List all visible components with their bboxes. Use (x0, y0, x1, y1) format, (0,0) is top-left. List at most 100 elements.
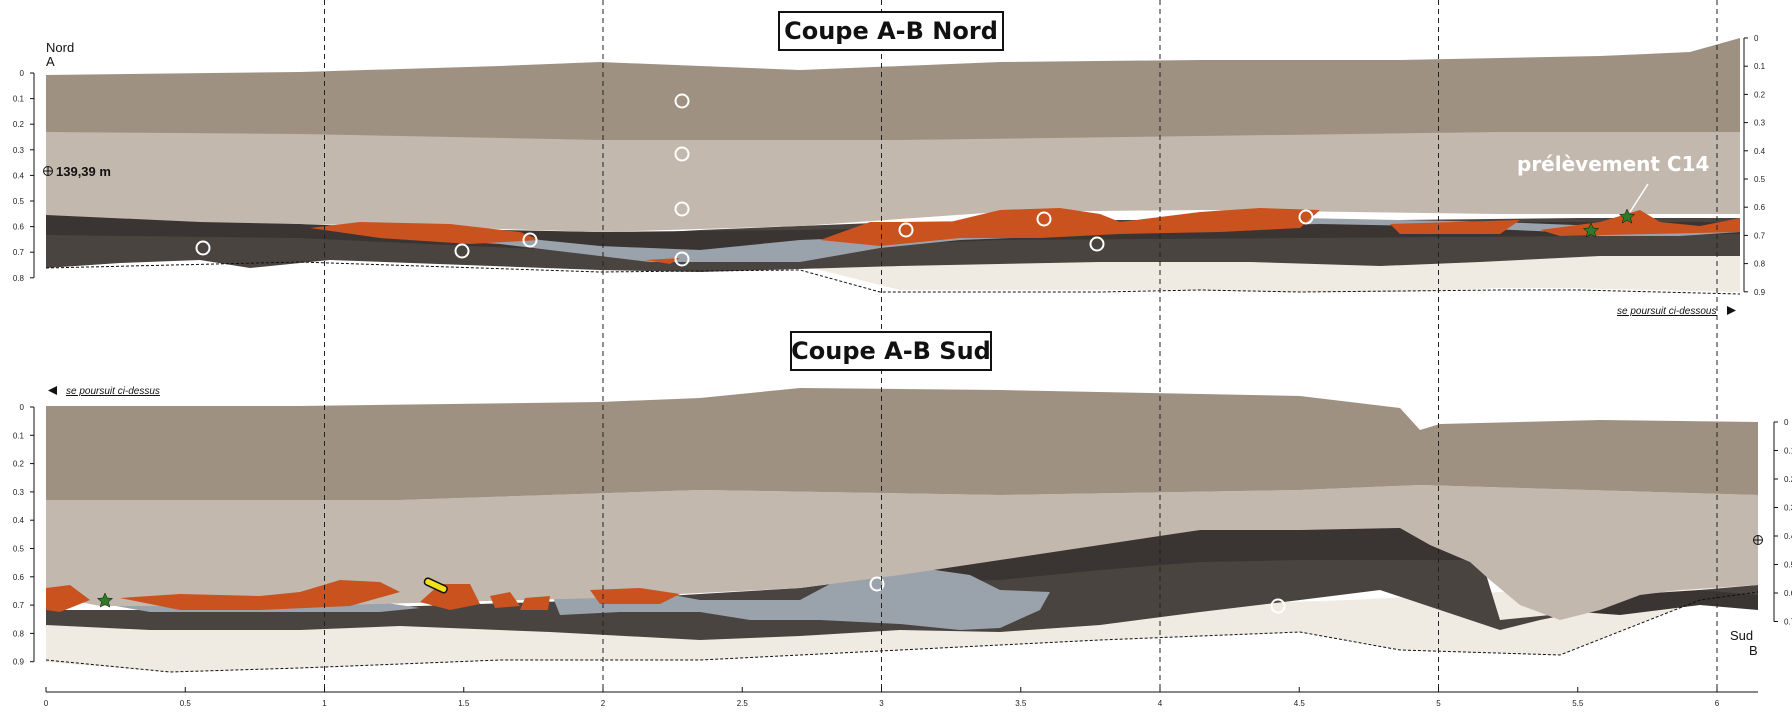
south-title-box (790, 331, 992, 371)
distance-tick-label: 2.5 (737, 699, 749, 708)
north-orange-lens (310, 222, 540, 244)
sample-circle (674, 201, 690, 217)
north-title: Coupe A-B Nord (784, 17, 998, 45)
south-left-depth-axis-tick-label: 0.7 (13, 601, 25, 610)
north-star-marker (1582, 222, 1600, 238)
distance-gridlines (324, 0, 1718, 692)
sample-circle (674, 146, 690, 162)
south-right-depth-axis-tick-label: 0.7 (1784, 618, 1792, 627)
altitude-label: 139,39 m (56, 164, 111, 179)
distance-tick-label: 1 (322, 699, 327, 708)
south-left-depth-axis-tick-label: 0.9 (13, 658, 25, 667)
south-right-depth-axis-tick-label: 0.2 (1784, 475, 1792, 484)
distance-tick-label: 3 (879, 699, 884, 708)
south-orientation-label: Sud (1730, 628, 1753, 643)
south-right-depth-axis-tick-label: 0.4 (1784, 532, 1792, 541)
north-continues-note: se poursuit ci-dessous (1617, 306, 1717, 317)
south-right-depth-axis-tick-label: 0 (1784, 418, 1789, 427)
south-left-depth-axis-tick-label: 0.1 (13, 431, 25, 440)
south-section (45, 388, 1759, 673)
north-title-box (778, 11, 1004, 51)
north-section (45, 38, 1741, 295)
south-right-depth-axis-tick-label: 0.3 (1784, 504, 1792, 513)
north-loess-layer (46, 128, 1740, 232)
south-star-marker (96, 592, 114, 608)
south-left-depth-axis-tick-label: 0.2 (13, 460, 25, 469)
c14-sample-label: prélèvement C14 (1517, 152, 1709, 176)
south-orange-lens (120, 580, 400, 610)
distance-tick-label: 6 (1715, 699, 1720, 708)
sample-circle (195, 240, 211, 256)
north-orientation-label: Nord (46, 40, 74, 55)
north-left-depth-axis-tick-label: 0.4 (13, 171, 25, 180)
c14-pointer-line (1629, 183, 1649, 213)
north-left-depth-axis-tick-label: 0.7 (13, 248, 25, 257)
north-left-depth-axis-tick-label: 0.1 (13, 95, 25, 104)
sample-circle (1298, 209, 1314, 225)
south-orange-lens (420, 584, 480, 610)
south-left-depth-axis-tick-label: 0.6 (13, 573, 25, 582)
distance-tick-label: 3.5 (1015, 699, 1027, 708)
north-lower-limit-line (45, 261, 1741, 295)
south-orange-lens (46, 585, 90, 612)
north-right-depth-axis-tick-label: 0.8 (1754, 260, 1766, 269)
north-sample-circles (195, 93, 1314, 267)
point-b-label: B (1749, 643, 1758, 658)
sample-circle (454, 243, 470, 259)
south-sample-circles (869, 576, 1286, 614)
north-right-depth-axis-tick-label: 0 (1754, 34, 1759, 43)
sample-circle (898, 222, 914, 238)
distance-tick-label: 0 (44, 699, 49, 708)
north-topsoil-layer (46, 38, 1740, 140)
distance-tick-label: 4 (1158, 699, 1163, 708)
north-star-marker (1618, 208, 1636, 224)
altitude-marker (43, 166, 53, 176)
south-right-depth-axis-tick-label: 0.5 (1784, 561, 1792, 570)
arrow-right-icon (1727, 306, 1736, 315)
point-a-label: A (46, 54, 55, 69)
north-orange-lens (1390, 220, 1520, 234)
north-right-depth-axis-tick-label: 0.3 (1754, 119, 1766, 128)
sample-circle (674, 93, 690, 109)
north-grey-layer (400, 218, 1740, 262)
south-right-depth-axis-tick-label: 0.1 (1784, 447, 1792, 456)
sample-circle (869, 576, 885, 592)
north-left-depth-axis-tick-label: 0.3 (13, 146, 25, 155)
north-right-depth-axis-tick-label: 0.6 (1754, 203, 1766, 212)
arrow-left-icon (48, 386, 57, 395)
north-left-depth-axis-tick-label: 0.5 (13, 197, 25, 206)
north-left-depth-axis-tick-label: 0 (20, 69, 25, 78)
south-left-depth-axis-tick-label: 0.8 (13, 629, 25, 638)
north-orange-lens (645, 258, 680, 264)
sample-circle (1089, 236, 1105, 252)
distance-tick-label: 4.5 (1294, 699, 1306, 708)
north-left-depth-axis-tick-label: 0.8 (13, 274, 25, 283)
south-yellow-marker (423, 577, 448, 594)
north-right-depth-axis-tick-label: 0.2 (1754, 90, 1766, 99)
distance-tick-label: 2 (601, 699, 606, 708)
north-right-depth-axis-tick-label: 0.7 (1754, 231, 1766, 240)
south-left-depth-axis-tick-label: 0.5 (13, 545, 25, 554)
south-topsoil-layer (46, 388, 1758, 500)
north-right-depth-axis-tick-label: 0.1 (1754, 62, 1766, 71)
south-datum-marker (1753, 535, 1763, 545)
south-orange-lens (490, 592, 520, 608)
south-lower-limit-line (45, 591, 1759, 673)
sample-circle (1270, 598, 1286, 614)
south-left-depth-axis-tick-label: 0 (20, 403, 25, 412)
distance-tick-label: 1.5 (458, 699, 470, 708)
north-right-depth-axis-tick-label: 0.4 (1754, 147, 1766, 156)
north-right-depth-axis-tick-label: 0.5 (1754, 175, 1766, 184)
sample-circle (1036, 211, 1052, 227)
south-left-depth-axis-tick-label: 0.4 (13, 516, 25, 525)
south-title: Coupe A-B Sud (791, 337, 991, 365)
sample-circle (522, 232, 538, 248)
north-right-depth-axis-tick-label: 0.9 (1754, 288, 1766, 297)
north-left-depth-axis-tick-label: 0.2 (13, 120, 25, 129)
south-orange-lens (520, 596, 550, 610)
north-orange-lens (820, 208, 1320, 246)
south-left-depth-axis-tick-label: 0.3 (13, 488, 25, 497)
distance-tick-label: 0.5 (180, 699, 192, 708)
